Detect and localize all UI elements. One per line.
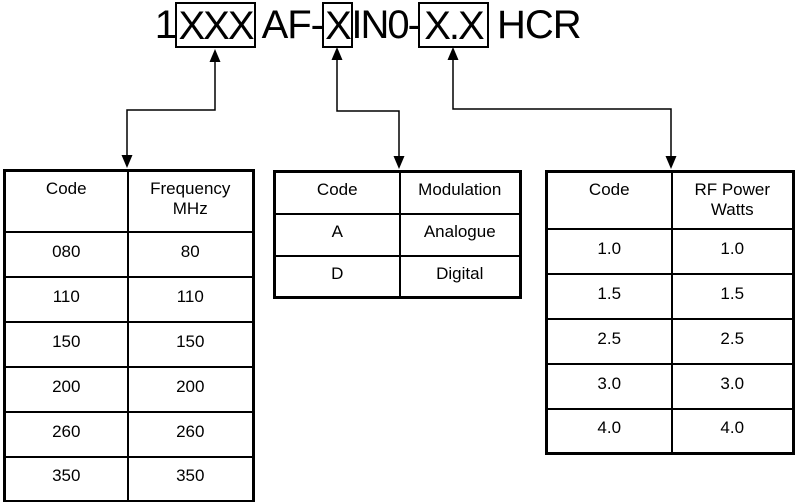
- code-cell: D: [273, 254, 401, 299]
- model-suffix: HCR: [497, 3, 582, 47]
- column-header-code: Code: [545, 170, 673, 230]
- connector-frequency: [126, 52, 216, 166]
- code-cell: A: [273, 212, 401, 257]
- table-row: 260 260: [3, 410, 255, 458]
- code-cell: 200: [3, 365, 129, 413]
- arrowhead-up-frequency: [209, 49, 221, 62]
- table-row: 350 350: [3, 455, 255, 502]
- column-header-modulation: Modulation: [398, 170, 522, 215]
- arrowhead-up-power: [447, 47, 459, 60]
- value-cell: 110: [126, 275, 255, 323]
- frequency-table: Code Frequency MHz 080 80 110 110 150 15…: [3, 169, 255, 502]
- connector-modulation: [336, 50, 400, 166]
- code-cell: 150: [3, 320, 129, 368]
- table-row: 4.0 4.0: [545, 407, 795, 455]
- code-cell: 4.0: [545, 407, 673, 455]
- arrowhead-down-frequency: [121, 155, 133, 168]
- table-row: 3.0 3.0: [545, 362, 795, 410]
- code-cell: 1.5: [545, 272, 673, 320]
- column-header-rf-power: RF Power Watts: [670, 170, 795, 230]
- table-row: D Digital: [273, 254, 522, 299]
- value-cell: 80: [126, 230, 255, 278]
- code-cell: 110: [3, 275, 129, 323]
- value-cell: 3.0: [670, 362, 795, 410]
- code-cell: 350: [3, 455, 129, 502]
- value-cell: 2.5: [670, 317, 795, 365]
- value-cell: 150: [126, 320, 255, 368]
- value-cell: 4.0: [670, 407, 795, 455]
- model-prefix: 1: [154, 3, 177, 47]
- value-cell: 1.0: [670, 227, 795, 275]
- arrowhead-down-power: [665, 156, 677, 169]
- arrowhead-down-modulation: [393, 156, 405, 169]
- code-cell: 2.5: [545, 317, 673, 365]
- power-code-box: X.X: [418, 2, 489, 48]
- rf-power-table: Code RF Power Watts 1.0 1.0 1.5 1.5 2.5 …: [545, 170, 795, 455]
- code-cell: 3.0: [545, 362, 673, 410]
- table-row: 1.5 1.5: [545, 272, 795, 320]
- table-row: 2.5 2.5: [545, 317, 795, 365]
- table-row: 200 200: [3, 365, 255, 413]
- arrowhead-up-modulation: [331, 47, 343, 60]
- value-cell: 350: [126, 455, 255, 502]
- model-segment-in0: IN0-: [351, 3, 421, 47]
- value-cell: 260: [126, 410, 255, 458]
- frequency-code-box: XXX: [175, 2, 256, 48]
- modulation-table: Code Modulation A Analogue D Digital: [273, 170, 522, 299]
- column-header-frequency: Frequency MHz: [126, 169, 255, 233]
- table-header-row: Code RF Power Watts: [545, 170, 795, 230]
- table-row: 150 150: [3, 320, 255, 368]
- code-cell: 260: [3, 410, 129, 458]
- table-row: 1.0 1.0: [545, 227, 795, 275]
- column-header-code: Code: [273, 170, 401, 215]
- column-header-code: Code: [3, 169, 129, 233]
- table-header-row: Code Modulation: [273, 170, 522, 215]
- modulation-code-box: X: [322, 2, 353, 48]
- value-cell: Analogue: [398, 212, 522, 257]
- code-cell: 080: [3, 230, 129, 278]
- table-header-row: Code Frequency MHz: [3, 169, 255, 233]
- value-cell: 1.5: [670, 272, 795, 320]
- table-row: 110 110: [3, 275, 255, 323]
- table-row: A Analogue: [273, 212, 522, 257]
- table-row: 080 80: [3, 230, 255, 278]
- connector-power: [452, 50, 672, 166]
- model-segment-af: AF-: [261, 3, 324, 47]
- value-cell: Digital: [398, 254, 522, 299]
- value-cell: 200: [126, 365, 255, 413]
- code-cell: 1.0: [545, 227, 673, 275]
